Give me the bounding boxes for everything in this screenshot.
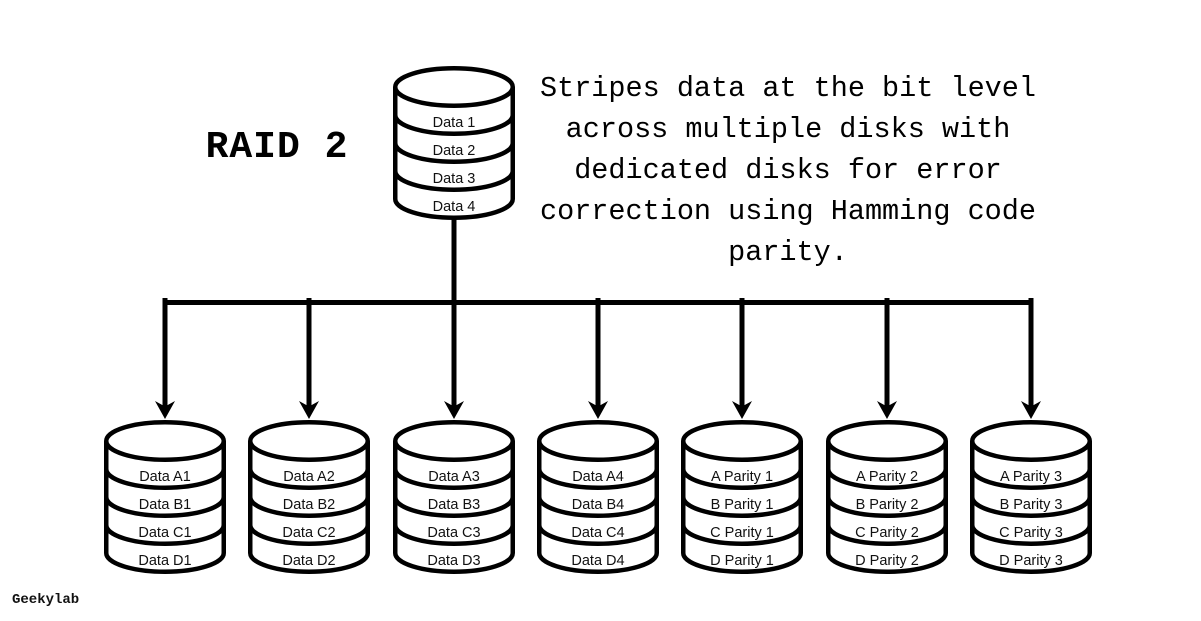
cylinder-icon xyxy=(826,420,948,574)
cylinder-icon xyxy=(104,420,226,574)
disk-label: Data D2 xyxy=(282,553,336,569)
arrowhead-icon xyxy=(444,401,464,419)
disk-data-2: Data A2 Data B2 Data C2 Data D2 xyxy=(248,420,370,575)
disk-label: Data C3 xyxy=(427,525,481,541)
disk-label: Data 1 xyxy=(432,115,476,131)
cylinder-icon xyxy=(537,420,659,574)
description-line: parity. xyxy=(728,236,848,269)
branch-arrow xyxy=(299,298,319,419)
arrowhead-icon xyxy=(1021,401,1041,419)
arrowhead-icon xyxy=(299,401,319,419)
branch-arrow xyxy=(588,298,608,419)
disk-data-1: Data A1 Data B1 Data C1 Data D1 xyxy=(104,420,226,575)
disk-label: B Parity 1 xyxy=(710,497,774,513)
disk-label: Data B4 xyxy=(571,497,625,513)
disk-parity-2: A Parity 2 B Parity 2 C Parity 2 D Parit… xyxy=(826,420,948,575)
arrowhead-icon xyxy=(732,401,752,419)
cylinder-icon xyxy=(248,420,370,574)
disk-label: Data 2 xyxy=(432,143,476,159)
disk-source: Data 1 Data 2 Data 3 Data 4 xyxy=(393,66,515,221)
disk-label: Data B1 xyxy=(138,497,192,513)
diagram-description: Stripes data at the bit level across mul… xyxy=(492,68,1084,273)
disk-label: Data A3 xyxy=(428,469,480,485)
cylinder-icon xyxy=(681,420,803,574)
branch-arrow xyxy=(877,298,897,419)
watermark: Geekylab xyxy=(12,592,80,608)
disk-label: Data A4 xyxy=(572,469,624,485)
disk-label: A Parity 1 xyxy=(710,469,774,485)
arrowhead-icon xyxy=(877,401,897,419)
disk-label: Data D1 xyxy=(138,553,192,569)
cylinder-icon xyxy=(393,420,515,574)
branch-arrow xyxy=(1021,298,1041,419)
disk-label: Data D3 xyxy=(427,553,481,569)
disk-label: A Parity 3 xyxy=(999,469,1063,485)
disk-label: Data A1 xyxy=(139,469,191,485)
disk-label: Data 3 xyxy=(432,171,476,187)
arrowhead-icon xyxy=(588,401,608,419)
description-line: Stripes data at the bit level xyxy=(540,72,1036,105)
disk-label: Data B2 xyxy=(282,497,336,513)
disk-label: D Parity 1 xyxy=(710,553,774,569)
disk-parity-3: A Parity 3 B Parity 3 C Parity 3 D Parit… xyxy=(970,420,1092,575)
description-line: across multiple disks with xyxy=(565,113,1011,146)
disk-label: Data D4 xyxy=(571,553,625,569)
disk-label: C Parity 1 xyxy=(710,525,774,541)
disk-label: Data B3 xyxy=(427,497,481,513)
cylinder-icon xyxy=(970,420,1092,574)
disk-label: C Parity 3 xyxy=(999,525,1063,541)
disk-label: C Parity 2 xyxy=(855,525,919,541)
disk-label: Data A2 xyxy=(283,469,335,485)
disk-data-3: Data A3 Data B3 Data C3 Data D3 xyxy=(393,420,515,575)
disk-label: Data C2 xyxy=(282,525,336,541)
disk-label: B Parity 2 xyxy=(855,497,919,513)
branch-arrow xyxy=(444,298,464,419)
disk-label: A Parity 2 xyxy=(855,469,919,485)
disk-label: Data 4 xyxy=(432,199,476,215)
description-line: correction using Hamming code xyxy=(540,195,1036,228)
disk-label: Data C4 xyxy=(571,525,625,541)
branch-arrow xyxy=(155,298,175,419)
disk-label: D Parity 3 xyxy=(999,553,1063,569)
description-line: dedicated disks for error xyxy=(574,154,1002,187)
disk-label: D Parity 2 xyxy=(855,553,919,569)
disk-parity-1: A Parity 1 B Parity 1 C Parity 1 D Parit… xyxy=(681,420,803,575)
arrowhead-icon xyxy=(155,401,175,419)
cylinder-icon xyxy=(393,66,515,220)
disk-label: B Parity 3 xyxy=(999,497,1063,513)
disk-data-4: Data A4 Data B4 Data C4 Data D4 xyxy=(537,420,659,575)
disk-label: Data C1 xyxy=(138,525,192,541)
branch-arrow xyxy=(732,298,752,419)
diagram-title: RAID 2 xyxy=(205,126,349,169)
